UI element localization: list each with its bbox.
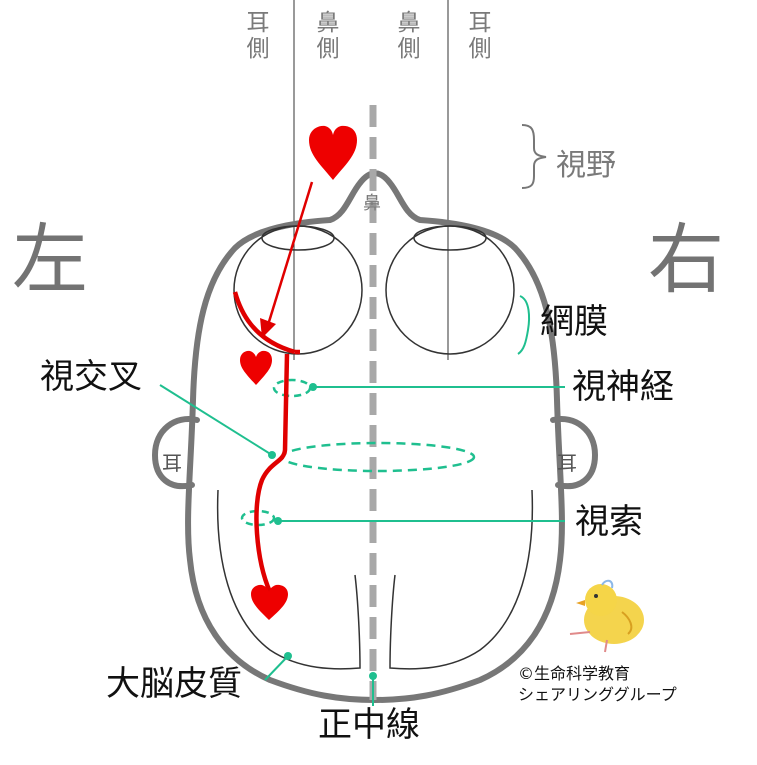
leader-midline-dot [369,672,377,680]
copyright-line2: シェアリンググループ [518,685,677,704]
visual-field-brace [521,124,547,189]
light-ray-arrow [266,181,314,326]
left-label: 左 [12,215,88,304]
right-eyeball [385,225,515,355]
right-lens [413,225,487,251]
visual-field-label: 視野 [556,148,616,183]
leader-optic-chiasm-dot [268,451,276,459]
left-eyeball [233,225,363,355]
head-outline [185,170,565,703]
right-hemisphere-outline [389,489,534,670]
right-label: 右 [648,215,724,304]
copyright-line1: ©生命科学教育 [518,664,631,683]
nose-label: 鼻 [363,193,381,214]
leader-cortex-dot [284,652,292,660]
heart-icon [309,125,357,180]
arrowhead-icon [260,318,276,338]
ear-side-label-right: 耳側 [468,10,492,62]
retina-bracket [517,295,530,355]
optic-nerve-label: 視神経 [572,367,674,407]
cerebral-cortex-label: 大脳皮質 [106,664,242,704]
optic-chiasm-label: 視交叉 [40,357,142,397]
nose-side-label-right: 鼻側 [397,10,421,62]
left-ear-label: 耳 [162,451,182,475]
leader-optic-tract-dot [274,517,282,525]
right-ear-label: 耳 [557,451,577,475]
midline-label: 正中線 [318,705,420,745]
heart-icon-retina [240,350,272,385]
ear-side-label-left: 耳側 [246,10,270,62]
pathway-optic-nerve [254,353,290,593]
chiasm-ring [280,441,476,473]
heart-icon-cortex [251,584,288,620]
pathway-retina-arc [232,291,296,355]
leader-optic-chiasm [159,384,273,456]
right-ear [550,416,599,490]
optic-tract-label: 視索 [575,502,643,542]
retina-label: 網膜 [540,302,608,342]
nose-side-label-left: 鼻側 [316,10,340,62]
left-hemisphere-outline [216,489,361,670]
leader-cortex [264,655,289,681]
chick-icon [569,579,644,653]
optic-nerve-ring [272,378,312,398]
left-ear [151,416,200,490]
leader-optic-nerve-dot [309,383,317,391]
